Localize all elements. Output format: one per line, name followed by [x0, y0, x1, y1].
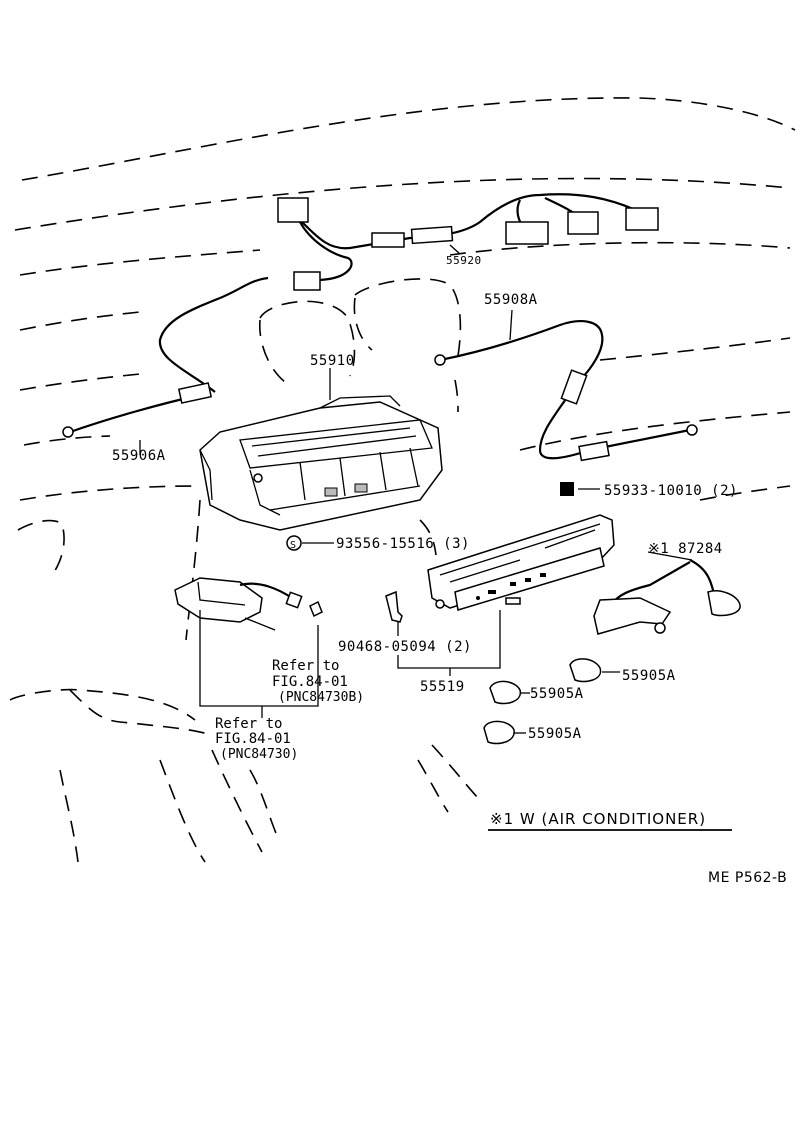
label-55920: 55920 — [446, 254, 482, 267]
switch-harness — [174, 577, 323, 718]
knob-55905A-1 — [569, 658, 620, 683]
clip-90468 — [385, 590, 403, 636]
reference-note-2: Refer to FIG.84-01 (PNC84730) — [215, 716, 298, 762]
ref1-line3: (PNC84730B) — [278, 690, 364, 705]
dashboard-outline — [9, 97, 796, 863]
control-cable-55906A — [62, 276, 269, 438]
label-55905A-3: 55905A — [528, 726, 582, 742]
caption-air-conditioner: ※1 W (AIR CONDITIONER) — [490, 810, 706, 828]
knob-55905A-3 — [483, 720, 526, 745]
page-code: ME P562-B — [708, 870, 787, 886]
sensor-87284 — [593, 559, 741, 635]
label-55910: 55910 — [310, 353, 355, 369]
label-55905A-1: 55905A — [622, 668, 676, 684]
leader-lines — [139, 244, 693, 561]
screw-symbol: S — [290, 540, 296, 551]
screw-93556: S — [286, 535, 334, 551]
ref2-line1: Refer to — [215, 716, 282, 732]
knob-55905A-2 — [489, 680, 530, 705]
ref2-line3: (PNC84730) — [220, 747, 298, 762]
ref1-line1: Refer to — [272, 658, 339, 674]
reference-note-1: Refer to FIG.84-01 (PNC84730B) — [272, 658, 364, 705]
label-90468-05094: 90468-05094 (2) — [338, 639, 472, 655]
ref2-line2: FIG.84-01 — [215, 731, 291, 747]
control-cable-55908A — [434, 320, 698, 462]
heater-control-assembly-55910 — [199, 395, 443, 531]
label-93556-15516: 93556-15516 (3) — [336, 536, 470, 552]
label-55908A: 55908A — [484, 292, 538, 308]
ref1-line2: FIG.84-01 — [272, 674, 348, 690]
label-55905A-2: 55905A — [530, 686, 584, 702]
label-55519: 55519 — [420, 679, 465, 695]
bulb-55933 — [560, 482, 600, 496]
wire-harness-55920 — [277, 193, 659, 291]
label-55906A: 55906A — [112, 448, 166, 464]
label-87284: ※1 87284 — [648, 541, 723, 557]
label-55933-10010: 55933-10010 (2) — [604, 483, 738, 499]
control-panel-55519 — [397, 514, 615, 676]
